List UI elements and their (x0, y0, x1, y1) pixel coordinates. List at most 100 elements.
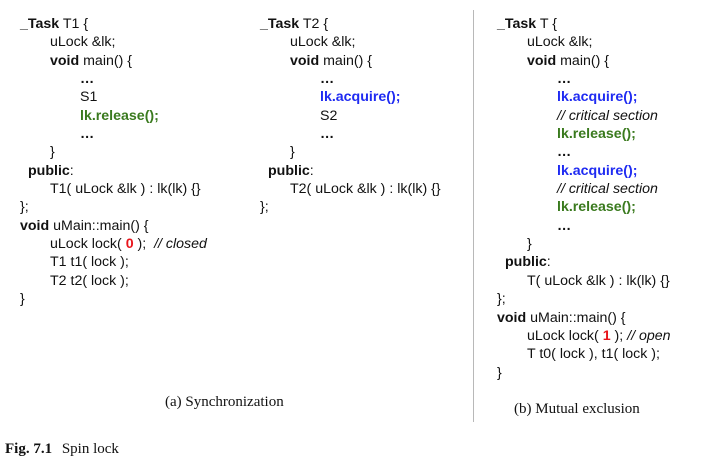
ellipsis: … (80, 126, 97, 143)
code-token: lk.acquire(); (557, 89, 638, 106)
code-listing-t2: _Task T2 {uLock &lk;void main() {…lk.acq… (260, 15, 441, 217)
code-token: uLock lock( (50, 236, 126, 253)
code-token: void (290, 52, 320, 69)
code-token: : (309, 162, 314, 179)
code-token: uLock &lk; (527, 34, 593, 51)
code-line: … (260, 125, 441, 143)
code-line: T2( uLock &lk ) : lk(lk) {} (260, 180, 441, 198)
code-line: uLock &lk; (260, 33, 441, 51)
code-line: lk.release(); (497, 198, 671, 216)
code-line: public: (497, 253, 671, 271)
panel-divider (473, 10, 474, 422)
code-line: } (20, 143, 207, 161)
code-token: void (50, 52, 80, 69)
code-line: }; (497, 290, 671, 308)
code-line: // critical section (497, 180, 671, 198)
code-line: lk.acquire(); (497, 162, 671, 180)
code-token: uLock &lk; (290, 34, 356, 51)
code-token: }; (260, 199, 269, 216)
code-token: 0 (125, 236, 134, 253)
caption-b: (b) Mutual exclusion (514, 401, 640, 417)
code-line: uLock &lk; (20, 33, 207, 51)
ellipsis: … (557, 71, 574, 88)
code-token: } (527, 236, 532, 253)
code-line: }; (20, 198, 207, 216)
code-token: uMain::main() { (526, 309, 626, 326)
code-line: T2 t2( lock ); (20, 272, 207, 290)
code-token: T2( uLock &lk ) : lk(lk) {} (290, 181, 441, 198)
code-token: : (546, 254, 551, 271)
code-token: lk.acquire(); (320, 89, 401, 106)
code-token: }; (497, 291, 506, 308)
code-line: } (260, 143, 441, 161)
code-line: _Task T1 { (20, 15, 207, 33)
code-token: public (28, 162, 70, 179)
code-line: … (497, 143, 671, 161)
code-token: // critical section (557, 107, 658, 124)
code-line: _Task T2 { (260, 15, 441, 33)
code-line: } (20, 290, 207, 308)
code-token: : (69, 162, 74, 179)
code-token: // open (627, 327, 671, 344)
code-line: void uMain::main() { (20, 217, 207, 235)
code-token: T1 { (59, 16, 89, 32)
code-token: ); (610, 327, 628, 344)
code-line: _Task T { (497, 15, 671, 33)
code-token: lk.release(); (557, 126, 636, 143)
code-token: 1 (602, 327, 611, 344)
code-line: … (20, 70, 207, 88)
code-token: // critical section (557, 181, 658, 198)
code-line: void main() { (260, 52, 441, 70)
code-line: … (497, 217, 671, 235)
code-token: S1 (80, 89, 98, 106)
code-token: // closed (154, 236, 207, 253)
code-line: S2 (260, 107, 441, 125)
code-token: S2 (320, 107, 338, 124)
code-token: lk.release(); (80, 107, 159, 124)
code-line: // critical section (497, 107, 671, 125)
code-line: … (20, 125, 207, 143)
code-line: } (497, 364, 671, 382)
ellipsis: … (557, 217, 574, 234)
caption-a: (a) Synchronization (165, 394, 284, 410)
figure-title: Spin lock (61, 441, 119, 457)
code-token: void (20, 217, 50, 234)
code-line: public: (20, 162, 207, 180)
code-token: _Task (260, 16, 300, 32)
code-line: public: (260, 162, 441, 180)
code-token: T1( uLock &lk ) : lk(lk) {} (50, 181, 201, 198)
code-token: T2 t2( lock ); (50, 272, 129, 289)
code-token: public (505, 254, 547, 271)
code-line: void main() { (497, 52, 671, 70)
code-line: … (260, 70, 441, 88)
code-token: _Task (20, 16, 60, 32)
code-listing-mutex: _Task T {uLock &lk;void main() {…lk.acqu… (497, 15, 671, 382)
code-token: uLock &lk; (50, 34, 116, 51)
code-line: uLock lock( 1 ); // open (497, 327, 671, 345)
code-token: lk.release(); (557, 199, 636, 216)
code-token: T1 t1( lock ); (50, 254, 129, 271)
code-token: uMain::main() { (49, 217, 149, 234)
code-line: T1( uLock &lk ) : lk(lk) {} (20, 180, 207, 198)
figure-label: Fig. 7.1 (5, 441, 53, 457)
code-line: lk.release(); (20, 107, 207, 125)
code-token: _Task (497, 16, 537, 32)
code-line: uLock &lk; (497, 33, 671, 51)
ellipsis: … (80, 71, 97, 88)
ellipsis: … (320, 71, 337, 88)
code-line: lk.acquire(); (497, 88, 671, 106)
code-token: } (50, 144, 55, 161)
code-token: } (290, 144, 295, 161)
code-line: T t0( lock ), t1( lock ); (497, 345, 671, 363)
code-token: main() { (319, 52, 372, 69)
ellipsis: … (557, 144, 574, 161)
ellipsis: … (320, 126, 337, 143)
code-token: ); (133, 236, 155, 253)
code-token: T( uLock &lk ) : lk(lk) {} (527, 272, 670, 289)
code-line: S1 (20, 88, 207, 106)
code-token: void (497, 309, 527, 326)
code-line: } (497, 235, 671, 253)
code-line: lk.release(); (497, 125, 671, 143)
code-token: T { (536, 16, 557, 32)
